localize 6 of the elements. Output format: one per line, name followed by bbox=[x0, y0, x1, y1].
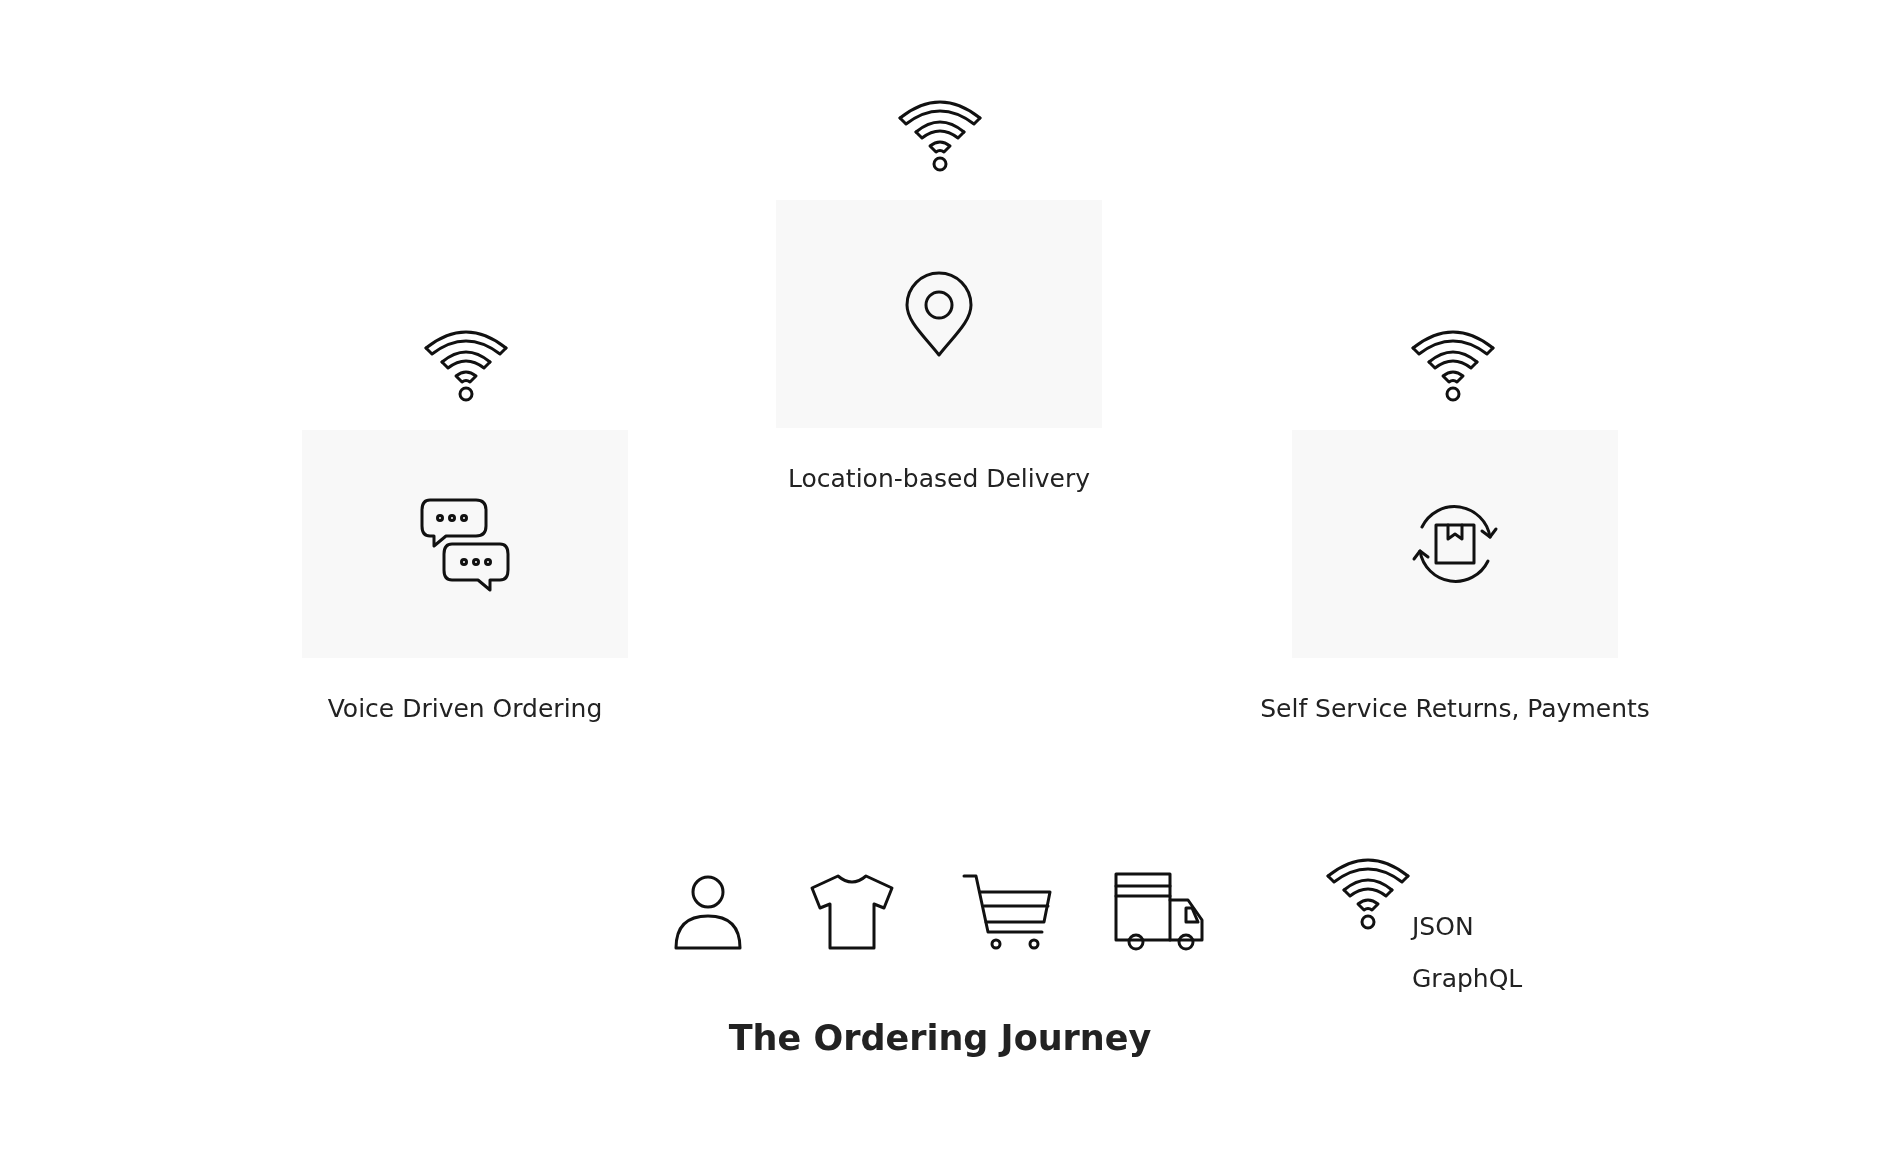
format-label: GraphQL bbox=[1412, 964, 1523, 993]
feature-label: Self Service Returns, Payments bbox=[1260, 694, 1650, 723]
format-label: JSON bbox=[1412, 912, 1474, 941]
feature-label: Voice Driven Ordering bbox=[327, 694, 603, 723]
title: The Ordering Journey bbox=[728, 1018, 1152, 1058]
feature-label: Location-based Delivery bbox=[788, 464, 1090, 493]
